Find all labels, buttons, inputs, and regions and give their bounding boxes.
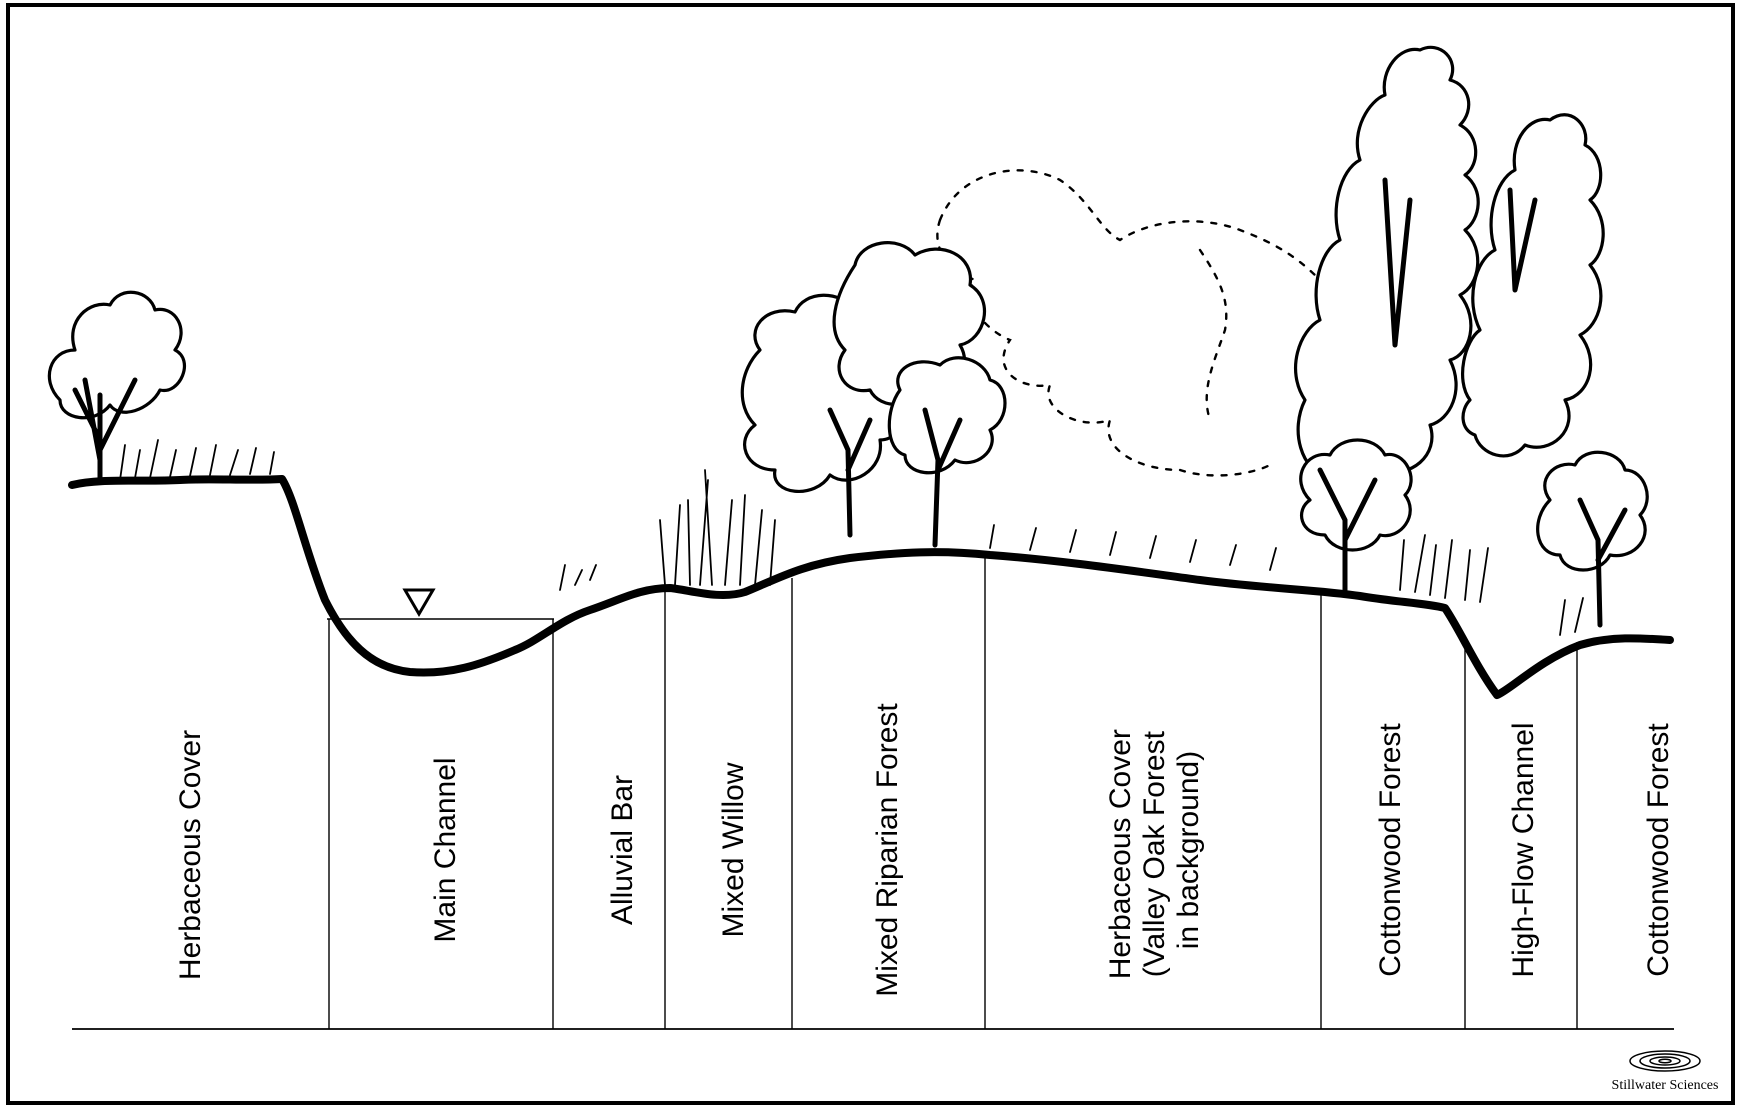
cottonwood-trees-icon xyxy=(1294,45,1649,628)
grass-icon xyxy=(119,439,1584,636)
valley-oak-background-outline xyxy=(936,169,1322,477)
ripple-icon xyxy=(1629,1050,1701,1072)
zone-label-herbaceous-cover-left: Herbaceous Cover xyxy=(174,730,207,980)
ground-profile xyxy=(68,475,1674,699)
zone-label-alluvial-bar: Alluvial Bar xyxy=(606,775,639,925)
diagram-frame xyxy=(6,3,1735,1105)
stillwater-logo: Stillwater Sciences xyxy=(1612,1050,1719,1093)
logo-text: Stillwater Sciences xyxy=(1612,1078,1719,1093)
mixed-riparian-trees-icon xyxy=(740,241,1007,548)
zone-label-cottonwood-forest-1: Cottonwood Forest xyxy=(1374,723,1407,977)
zone-label-cottonwood-forest-2: Cottonwood Forest xyxy=(1642,723,1675,977)
water-surface-triangle-icon xyxy=(402,588,436,617)
zone-label-mixed-riparian-forest: Mixed Riparian Forest xyxy=(871,703,904,997)
zone-label-main-channel: Main Channel xyxy=(429,757,462,942)
zone-label-high-flow-channel: High-Flow Channel xyxy=(1507,722,1540,977)
zone-label-herbaceous-cover-center: Herbaceous Cover (Valley Oak Forest in b… xyxy=(1104,721,1205,979)
left-bush-icon xyxy=(47,290,186,483)
zone-label-mixed-willow: Mixed Willow xyxy=(717,762,750,937)
